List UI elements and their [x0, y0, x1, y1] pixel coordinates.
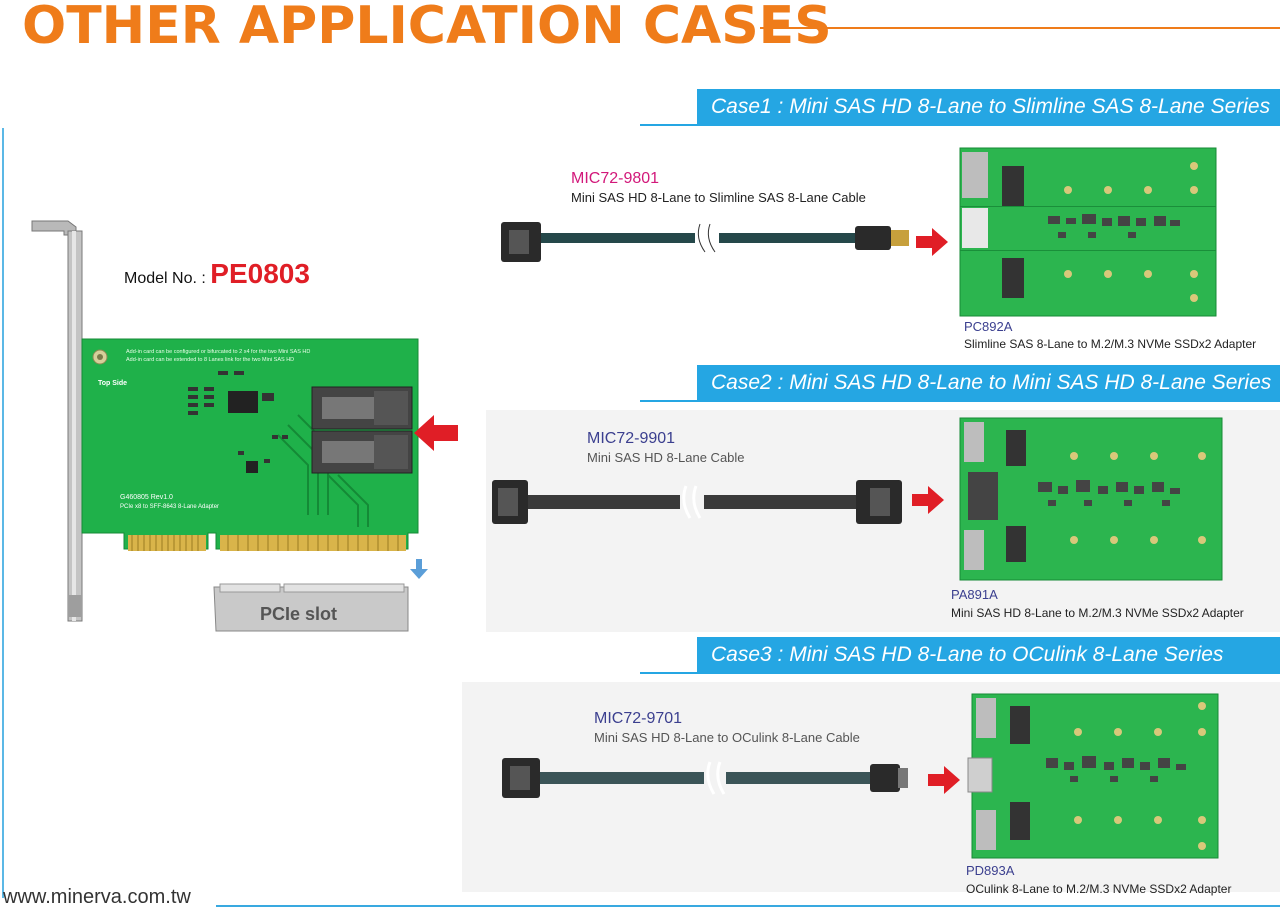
case3-adapter-part: PD893A — [966, 863, 1015, 878]
case2-adapter-desc: Mini SAS HD 8-Lane to M.2/M.3 NVMe SSDx2… — [951, 606, 1244, 620]
case3-red-arrow-right-icon — [928, 766, 960, 794]
case2-cable-part: MIC72-9901 — [587, 430, 676, 447]
case2-banner: Case2 : Mini SAS HD 8-Lane to Mini SAS H… — [697, 365, 1280, 401]
board-text-1: Add-in card can be configured or bifurca… — [126, 349, 310, 355]
case3-adapter-image — [967, 693, 1219, 859]
case2-cable-desc: Mini SAS HD 8-Lane Cable — [587, 450, 745, 465]
case1-cable-desc: Mini SAS HD 8-Lane to Slimline SAS 8-Lan… — [571, 190, 866, 205]
case2-adapter-image — [959, 417, 1223, 581]
case3-adapter-desc: OCulink 8-Lane to M.2/M.3 NVMe SSDx2 Ada… — [966, 882, 1232, 896]
model-label: Model No. : — [124, 270, 206, 287]
case2-red-arrow-right-icon — [912, 486, 944, 514]
red-arrow-left-icon — [414, 415, 458, 451]
case3-cable-image — [502, 758, 908, 798]
case1-banner-rule — [640, 124, 1280, 126]
case1-banner: Case1 : Mini SAS HD 8-Lane to Slimline S… — [697, 89, 1280, 125]
title-rule — [760, 27, 1280, 29]
footer-rule — [216, 905, 1280, 907]
page-title: OTHER APPLICATION CASES — [22, 0, 832, 56]
case1-cable-image — [501, 222, 909, 262]
case2-cable-image — [492, 480, 902, 524]
case3-cable-desc: Mini SAS HD 8-Lane to OCulink 8-Lane Cab… — [594, 730, 860, 745]
model-label-group: Model No. : PE0803 — [124, 258, 310, 290]
board-rev: G460805 Rev1.0 — [120, 494, 173, 501]
pcie-slot-label: PCIe slot — [260, 604, 337, 624]
case1-adapter-desc: Slimline SAS 8-Lane to M.2/M.3 NVMe SSDx… — [964, 337, 1257, 351]
case2-adapter-part: PA891A — [951, 587, 998, 602]
case1-adapter-image — [959, 147, 1217, 317]
left-divider — [2, 128, 4, 898]
blue-arrow-down-icon — [410, 559, 428, 579]
board-name: PCIe x8 to SFF-8643 8-Lane Adapter — [120, 504, 219, 510]
case1-cable-part: MIC72-9801 — [571, 170, 660, 187]
model-number: PE0803 — [210, 258, 310, 289]
board-text-2: Add-in card can be extended to 8 Lanes l… — [126, 357, 294, 363]
case2-banner-rule — [640, 400, 1280, 402]
case1-adapter-part: PC892A — [964, 319, 1013, 334]
case3-cable-part: MIC72-9701 — [594, 710, 683, 727]
top-side-label: Top Side — [98, 380, 127, 387]
case1-red-arrow-right-icon — [916, 228, 948, 256]
case3-banner: Case3 : Mini SAS HD 8-Lane to OCulink 8-… — [697, 637, 1280, 673]
pcie-card-image: Add-in card can be configured or bifurca… — [31, 220, 458, 632]
case3-banner-rule — [640, 672, 1280, 674]
website-link[interactable]: www.minerva.com.tw — [3, 886, 191, 908]
